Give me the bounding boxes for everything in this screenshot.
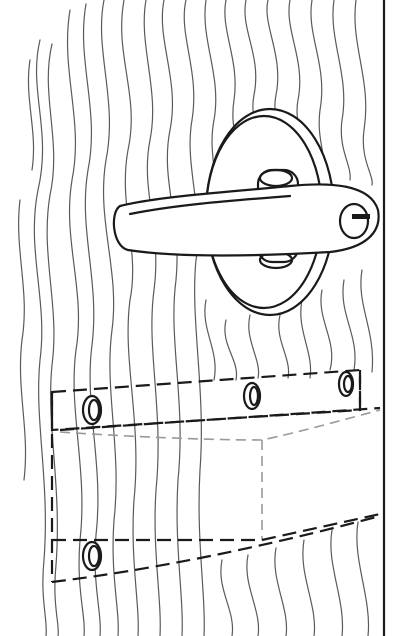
grain-line xyxy=(246,554,260,636)
grain-line xyxy=(224,319,238,381)
grain-line xyxy=(274,547,288,636)
grain-line xyxy=(354,0,373,186)
door-face xyxy=(0,0,384,636)
door-panel xyxy=(0,0,386,636)
grain-line xyxy=(320,289,333,371)
grain-line xyxy=(220,559,234,636)
grain-line xyxy=(121,0,139,636)
grain-line xyxy=(100,0,119,636)
grain-line xyxy=(300,299,312,379)
grain-line xyxy=(66,9,85,636)
lever-lockset xyxy=(112,107,380,317)
grain-line xyxy=(278,314,290,379)
template-fold-line xyxy=(59,406,381,432)
grain-line xyxy=(143,0,161,636)
grain-line xyxy=(342,279,356,371)
template-bottom-edge xyxy=(51,514,381,584)
template-hidden-fold xyxy=(59,409,381,441)
grain-line xyxy=(18,199,27,481)
grain-line xyxy=(204,299,216,381)
grain-line xyxy=(27,59,35,171)
grain-line xyxy=(183,0,205,636)
grain-line xyxy=(332,0,351,181)
grain-line xyxy=(46,43,59,636)
grain-line xyxy=(330,529,344,636)
lever-highlight xyxy=(128,194,292,216)
screw-hole-inner xyxy=(87,544,101,568)
grain-line xyxy=(33,39,47,636)
screw-hole-inner xyxy=(248,385,260,407)
grain-line xyxy=(302,539,316,636)
keyhole-slot xyxy=(352,214,370,219)
lever-neck-ring xyxy=(258,168,294,188)
screw-hole-inner xyxy=(87,398,101,422)
grain-line xyxy=(161,0,183,636)
mounting-template xyxy=(50,368,381,584)
grain-line xyxy=(356,521,370,636)
grain-line xyxy=(360,269,374,373)
screw-hole-inner xyxy=(342,374,354,394)
keyhole xyxy=(338,202,370,240)
grain-line xyxy=(248,314,260,379)
door-lever-handle xyxy=(112,183,380,257)
